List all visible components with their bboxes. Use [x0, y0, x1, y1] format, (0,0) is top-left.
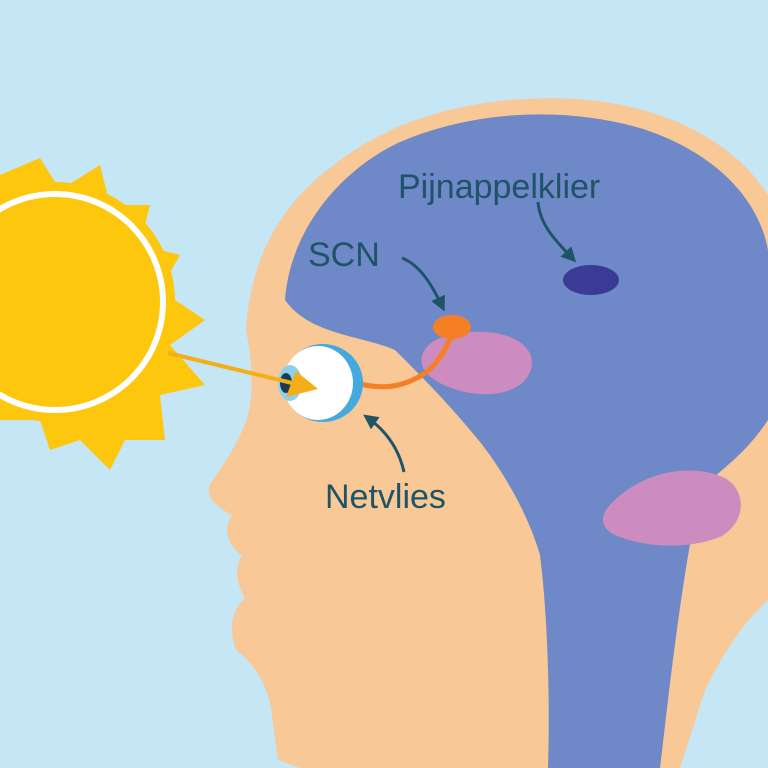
cerebellum-region: [603, 470, 741, 546]
light-ray-arrow: [167, 351, 318, 397]
pineal-gland-icon: [563, 265, 619, 295]
label-retina: Netvlies: [325, 478, 446, 516]
optic-nerve: [357, 327, 455, 390]
scn-icon: [433, 315, 471, 339]
sun-icon: [0, 182, 175, 422]
thalamus-region: [421, 331, 532, 395]
brain-icon: [285, 114, 768, 768]
retina-pointer-arrow: [363, 414, 406, 473]
label-scn: SCN: [308, 236, 380, 274]
scn-pointer-arrow: [401, 256, 445, 312]
pineal-pointer-arrow: [536, 201, 577, 263]
label-pineal-gland: Pijnappelklier: [398, 168, 601, 206]
